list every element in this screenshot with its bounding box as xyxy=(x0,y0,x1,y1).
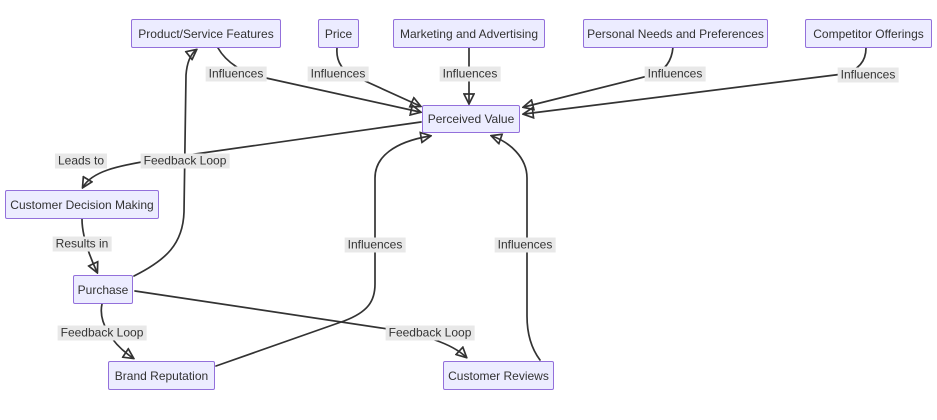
edge-label-influences-personal-needs: Influences xyxy=(644,66,706,82)
edge-label-feedback-loop-top: Feedback Loop xyxy=(140,153,230,169)
edge-purchase-to-customer-reviews xyxy=(134,290,466,357)
node-purchase: Purchase xyxy=(73,275,133,304)
edge-label-results-in: Results in xyxy=(52,236,112,252)
node-customer-reviews: Customer Reviews xyxy=(443,361,554,390)
edge-purchase-to-product-features xyxy=(133,50,196,277)
edge-brand-reputation-to-perceived-value xyxy=(215,136,430,367)
edge-label-leads-to: Leads to xyxy=(54,153,108,169)
node-product-service-features: Product/Service Features xyxy=(131,19,281,48)
edge-label-feedback-loop-left: Feedback Loop xyxy=(57,325,147,341)
node-customer-decision-making: Customer Decision Making xyxy=(5,190,159,219)
edge-label-influences-brand-reputation: Influences xyxy=(344,237,406,253)
edge-label-feedback-loop-right: Feedback Loop xyxy=(385,325,475,341)
edge-perceived-value-to-customer-decision xyxy=(83,121,422,187)
node-marketing-and-advertising: Marketing and Advertising xyxy=(393,19,545,48)
node-personal-needs-and-preferences: Personal Needs and Preferences xyxy=(583,19,768,48)
node-competitor-offerings: Competitor Offerings xyxy=(805,19,932,48)
edge-label-influences-marketing: Influences xyxy=(439,66,501,82)
edge-label-influences-product-features: Influences xyxy=(205,66,267,82)
edge-label-influences-price: Influences xyxy=(307,66,369,82)
node-perceived-value: Perceived Value xyxy=(422,105,520,133)
edge-label-influences-competitor: Influences xyxy=(837,67,899,83)
node-price: Price xyxy=(318,19,359,48)
edge-label-influences-customer-reviews: Influences xyxy=(494,237,556,253)
node-brand-reputation: Brand Reputation xyxy=(108,361,215,390)
